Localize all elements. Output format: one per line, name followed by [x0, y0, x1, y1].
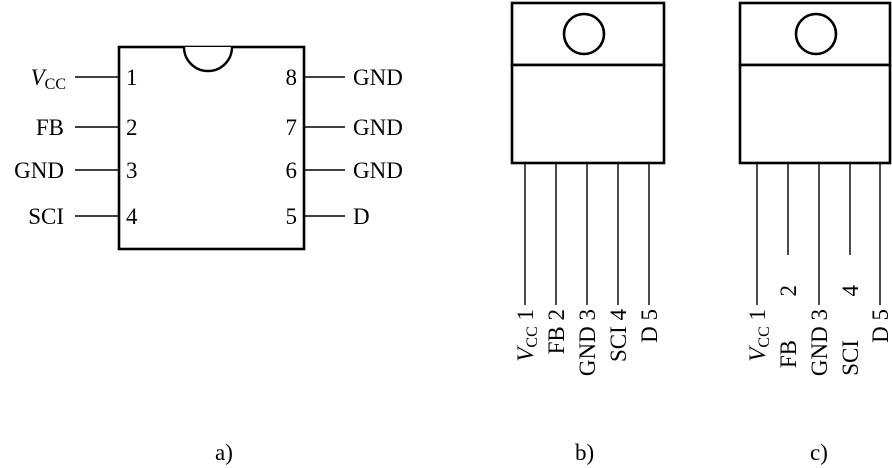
to220c-pin2-label: FB	[776, 340, 801, 368]
to220-package-b: VCC 1 FB 2 GND 3 SCI 4 D 5 b)	[510, 1, 666, 465]
to220c-pin5-label: D 5	[868, 309, 892, 343]
to220c-pin3-label: GND 3	[807, 309, 832, 376]
dip8-pin5-label: D	[353, 204, 370, 229]
to220c-body	[738, 63, 892, 165]
dip8-pin7-number: 7	[286, 115, 298, 140]
dip8-pin4-number: 4	[126, 204, 138, 229]
dip8-pin5-number: 5	[286, 204, 298, 229]
caption-b: b)	[575, 440, 594, 465]
dip8-pin2-number: 2	[126, 115, 138, 140]
dip8-package: VCC FB GND SCI 1 2 3 4 8 7 6 5 GND GND G…	[14, 45, 403, 465]
dip8-pin3-label: GND	[14, 158, 64, 183]
to220c-pin2-number: 2	[776, 285, 801, 297]
dip8-pin3-number: 3	[126, 158, 138, 183]
to220b-pin5-label: D 5	[637, 309, 662, 343]
dip8-pin8-number: 8	[286, 65, 298, 90]
to220-package-c: 2 4 VCC 1 FB GND 3 SCI D 5 c)	[738, 1, 892, 465]
to220b-mounting-hole	[562, 12, 606, 56]
to220b-body	[510, 63, 666, 165]
to220b-pin2-label: FB 2	[544, 309, 569, 354]
caption-a: a)	[215, 440, 233, 465]
dip8-pin8-label: GND	[353, 65, 403, 90]
caption-c: c)	[810, 440, 828, 465]
dip8-pin6-label: GND	[353, 158, 403, 183]
to220b-pin3-label: GND 3	[575, 309, 600, 376]
dip8-pin6-number: 6	[286, 158, 298, 183]
to220c-mounting-hole	[794, 12, 838, 56]
to220b-pin4-label: SCI 4	[606, 309, 631, 363]
to220c-pin1-label: VCC 1	[745, 309, 773, 362]
to220c-pin4-label: SCI	[838, 340, 863, 376]
to220c-pin4-number: 4	[838, 285, 863, 297]
dip8-pin1-label: VCC	[31, 65, 66, 93]
dip8-pin1-number: 1	[126, 65, 138, 90]
dip8-body	[117, 45, 306, 251]
dip8-pin2-label: FB	[36, 115, 64, 140]
dip8-notch	[182, 46, 234, 73]
dip8-pin4-label: SCI	[28, 204, 64, 229]
to220b-pin1-label: VCC 1	[513, 309, 541, 362]
dip8-pin7-label: GND	[353, 115, 403, 140]
